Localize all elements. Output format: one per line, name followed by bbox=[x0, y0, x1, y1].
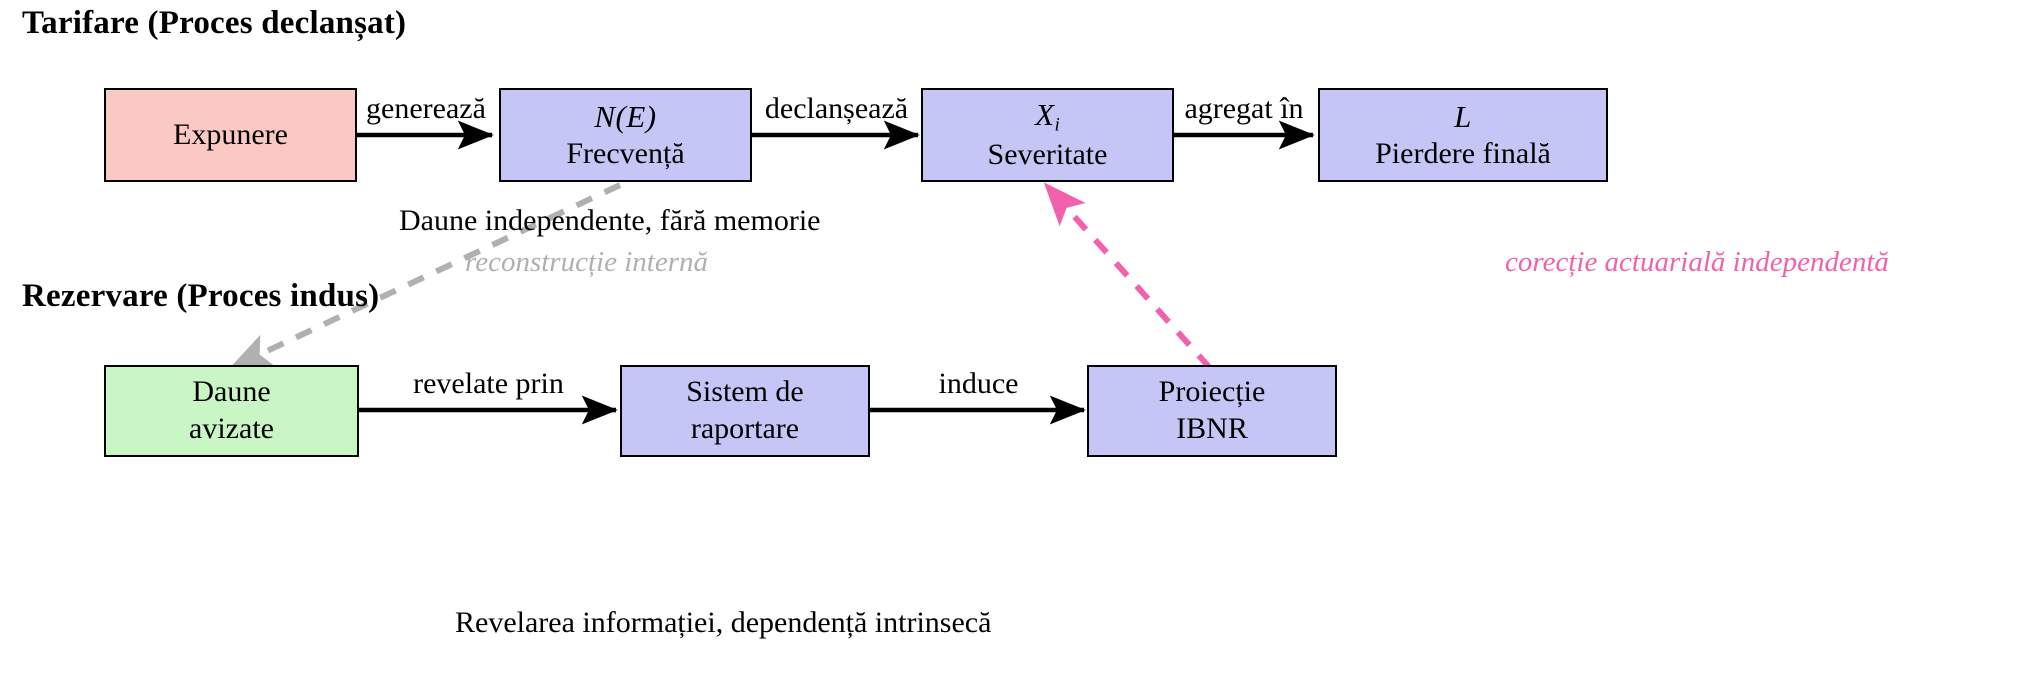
node-sistem-line2: raportare bbox=[690, 412, 800, 445]
caption-daune-independente: Daune independente, fără memorie bbox=[399, 204, 821, 237]
label-corectie-actuariala: corecție actuarială independentă bbox=[1505, 242, 1889, 283]
section-title-reserving: Rezervare (Proces indus) bbox=[22, 278, 380, 314]
edge-label-induce: induce bbox=[938, 367, 1019, 400]
node-daune-line1: Daune bbox=[192, 375, 271, 409]
edge-label-genereaza: generează bbox=[366, 92, 486, 125]
node-frecventa[interactable]: N(E) Frecvență bbox=[499, 88, 752, 182]
node-sistem-line1: Sistem de bbox=[686, 375, 804, 409]
edge-label-agregat-in: agregat în bbox=[1184, 92, 1304, 125]
label-reconstructie-interna: reconstrucție internă bbox=[465, 242, 708, 283]
node-proiectie-ibnr[interactable]: Proiecție IBNR bbox=[1087, 365, 1337, 457]
node-severitate-label: Severitate bbox=[987, 138, 1108, 172]
node-pierdere-label: Pierdere finală bbox=[1375, 136, 1551, 170]
node-ibnr-line1: Proiecție bbox=[1158, 375, 1266, 409]
label-reconstructie-line2: internă bbox=[624, 246, 708, 278]
label-corectie-line1: corecție actuarială bbox=[1505, 246, 1726, 278]
edge-label-declanseaza: declanșează bbox=[764, 92, 909, 125]
node-expunere[interactable]: Expunere bbox=[104, 88, 357, 182]
node-daune-avizate[interactable]: Daune avizate bbox=[104, 365, 359, 457]
node-severitate-symbol: Xi bbox=[1035, 97, 1060, 136]
edge-label-revelate-prin: revelate prin bbox=[413, 367, 564, 400]
node-daune-line2: avizate bbox=[189, 412, 274, 445]
label-reconstructie-line1: reconstrucție bbox=[465, 246, 617, 278]
node-frecventa-symbol: N(E) bbox=[594, 98, 657, 134]
dashed-arrow-corectie-actuariala bbox=[1043, 182, 1213, 371]
node-severitate[interactable]: Xi Severitate bbox=[921, 88, 1174, 182]
node-expunere-label: Expunere bbox=[173, 117, 288, 151]
node-sistem-raportare[interactable]: Sistem de raportare bbox=[620, 365, 870, 457]
node-frecventa-label: Frecvență bbox=[566, 136, 685, 170]
node-pierdere-symbol: L bbox=[1454, 98, 1472, 134]
node-pierdere-finala[interactable]: L Pierdere finală bbox=[1318, 88, 1608, 182]
node-ibnr-line2: IBNR bbox=[1176, 412, 1248, 445]
label-corectie-line2: independentă bbox=[1732, 246, 1889, 278]
section-title-pricing: Tarifare (Proces declanșat) bbox=[22, 5, 407, 41]
caption-revelarea-informatiei: Revelarea informației, dependență intrin… bbox=[455, 606, 992, 639]
